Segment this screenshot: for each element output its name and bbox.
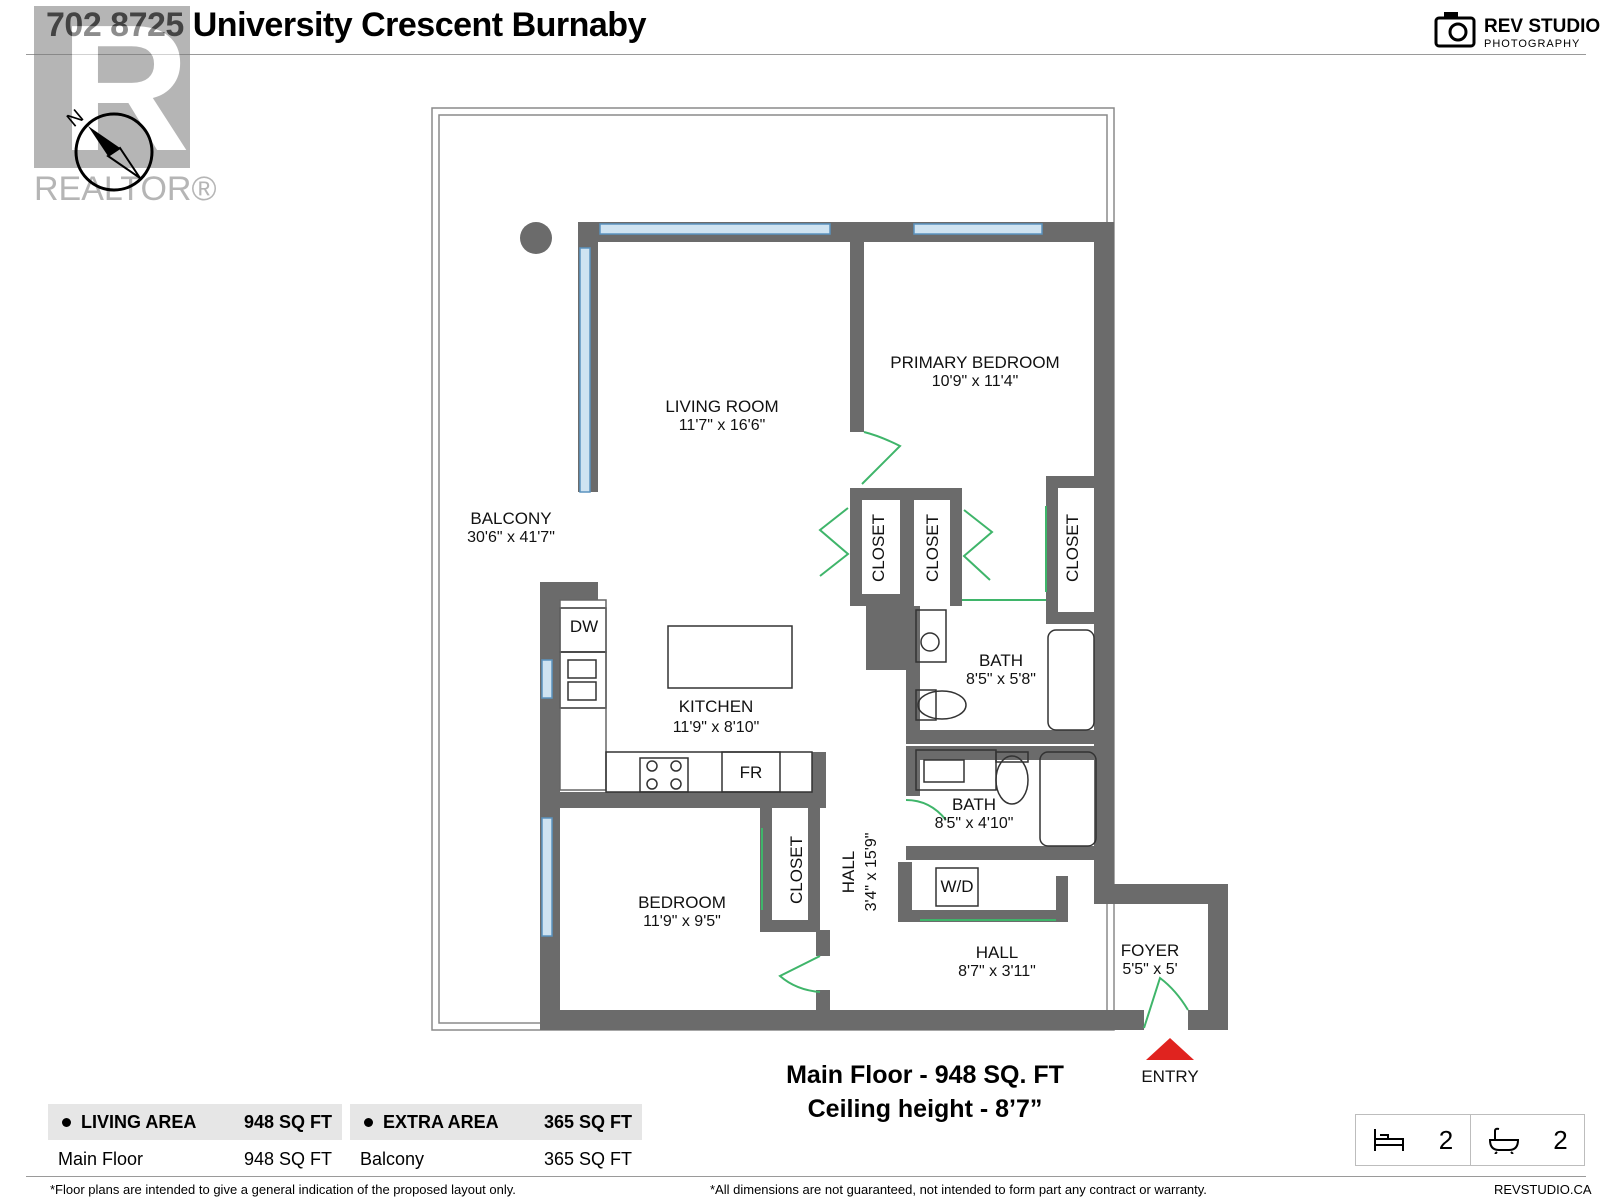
- room-bath2-name: BATH: [952, 795, 996, 814]
- rotated-labels: HALL 3'4" x 15'9" CLOSET CLOSET CLOSET C…: [787, 514, 1082, 911]
- brand-subtitle: PHOTOGRAPHY: [1484, 38, 1581, 50]
- room-primary-name: PRIMARY BEDROOM: [890, 353, 1059, 372]
- extra-area-table: EXTRA AREA 365 SQ FT Balcony 365 SQ FT: [350, 1104, 642, 1178]
- bullet-icon: [364, 1118, 373, 1128]
- floor-summary-area: Main Floor - 948 SQ. FT: [786, 1061, 1064, 1089]
- closet-label: CLOSET: [923, 514, 942, 582]
- walls: [540, 222, 1228, 1030]
- fixture-labels: DW FR W/D: [570, 617, 974, 896]
- room-balcony-dims: 30'6" x 41'7": [467, 529, 555, 546]
- fridge-label: FR: [740, 763, 763, 782]
- room-bedroom-dims: 11'9" x 9'5": [643, 913, 721, 930]
- doors: [761, 431, 1189, 1029]
- room-hall2-dims: 8'7" x 3'11": [958, 963, 1036, 980]
- fixtures: [559, 599, 1097, 907]
- room-bedroom-name: BEDROOM: [638, 893, 726, 912]
- living-area-row-value: 948 SQ FT: [243, 1148, 332, 1169]
- footer-disclaimer-dimensions: *All dimensions are not guaranteed, not …: [710, 1182, 1207, 1197]
- living-area-row-label: Main Floor: [58, 1148, 144, 1169]
- bath-count-value: 2: [1553, 1124, 1568, 1155]
- living-area-header: LIVING AREA 948 SQ FT: [48, 1104, 342, 1140]
- laundry-label: W/D: [940, 877, 973, 896]
- room-foyer-name: FOYER: [1121, 941, 1180, 960]
- living-area-table: LIVING AREA 948 SQ FT Main Floor 948 SQ …: [48, 1104, 342, 1178]
- extra-area-row: Balcony 365 SQ FT: [350, 1140, 642, 1178]
- room-hall1-name: HALL: [839, 851, 858, 894]
- room-balcony-name: BALCONY: [470, 509, 551, 528]
- bed-count-value: 2: [1438, 1124, 1454, 1155]
- room-bath1-dims: 8'5" x 5'8": [966, 671, 1036, 688]
- svg-text:R: R: [60, 0, 190, 189]
- extra-area-row-value: 365 SQ FT: [543, 1148, 632, 1169]
- room-counts: 2 2: [1355, 1114, 1585, 1166]
- room-labels: LIVING ROOM 11'7" x 16'6" PRIMARY BEDROO…: [467, 353, 1179, 980]
- floor-summary-ceiling: Ceiling height - 8’7”: [807, 1095, 1043, 1123]
- room-living-dims: 11'7" x 16'6": [679, 417, 766, 434]
- brand-logo: REV STUDIO PHOTOGRAPHY: [1434, 8, 1600, 52]
- extra-area-total: 365 SQ FT: [543, 1111, 632, 1132]
- entry-label: ENTRY: [1141, 1067, 1198, 1086]
- windows: [541, 223, 1043, 937]
- footer-disclaimer-layout: *Floor plans are intended to give a gene…: [50, 1182, 516, 1197]
- room-foyer-dims: 5'5" x 5': [1122, 961, 1177, 978]
- bath-count: 2: [1469, 1115, 1585, 1165]
- bathtub-icon: [1488, 1127, 1519, 1154]
- extra-area-title: EXTRA AREA: [383, 1111, 499, 1132]
- room-primary-dims: 10'9" x 11'4": [932, 373, 1019, 390]
- room-kitchen-name: KITCHEN: [679, 697, 754, 716]
- bullet-icon: [62, 1118, 71, 1128]
- bed-count: 2: [1356, 1115, 1470, 1165]
- footer-website: REVSTUDIO.CA: [1494, 1182, 1592, 1197]
- room-kitchen-dims: 11'9" x 8'10": [673, 719, 760, 736]
- realtor-watermark: R REALTOR®: [34, 0, 217, 208]
- bed-icon: [1374, 1129, 1405, 1151]
- living-area-total: 948 SQ FT: [243, 1111, 332, 1132]
- brand-name: REV STUDIO: [1484, 16, 1600, 37]
- room-bath2-dims: 8'5" x 4'10": [935, 815, 1014, 832]
- living-area-row: Main Floor 948 SQ FT: [48, 1140, 342, 1178]
- closet-label: CLOSET: [1063, 514, 1082, 582]
- closet-label: CLOSET: [787, 836, 806, 904]
- camera-icon: [1434, 12, 1476, 48]
- closet-label: CLOSET: [869, 514, 888, 582]
- room-bath1-name: BATH: [979, 651, 1023, 670]
- entry-arrow-icon: [1146, 1038, 1194, 1060]
- floor-summary: Main Floor - 948 SQ. FT Ceiling height -…: [740, 1058, 1110, 1126]
- footer-divider: [26, 1176, 1586, 1177]
- header-divider: [26, 54, 1586, 55]
- extra-area-row-label: Balcony: [360, 1148, 425, 1169]
- room-hall2-name: HALL: [976, 943, 1019, 962]
- room-hall1-dims: 3'4" x 15'9": [863, 833, 880, 912]
- room-living-name: LIVING ROOM: [665, 397, 778, 416]
- extra-area-header: EXTRA AREA 365 SQ FT: [350, 1104, 642, 1140]
- living-area-title: LIVING AREA: [81, 1111, 197, 1132]
- dishwasher-label: DW: [570, 617, 598, 636]
- column: [520, 222, 552, 254]
